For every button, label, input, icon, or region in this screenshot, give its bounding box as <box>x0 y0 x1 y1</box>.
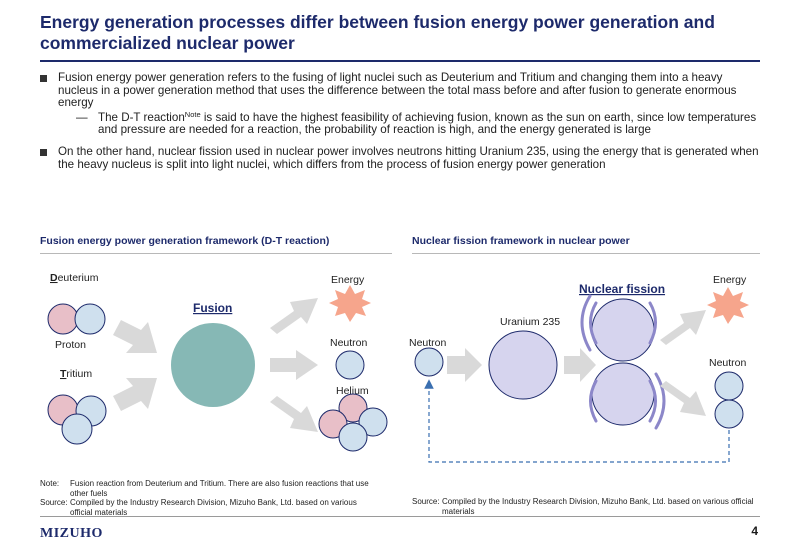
fission-fragment <box>591 298 655 362</box>
fusion-core <box>171 323 255 407</box>
square-bullet-icon <box>40 148 47 156</box>
bullet-list: Fusion energy power generation refers to… <box>40 71 760 180</box>
fusion-panel-title: Fusion energy power generation framework… <box>40 235 330 247</box>
released-neutron <box>335 350 365 380</box>
uranium-nucleus <box>488 330 558 400</box>
released-neutron <box>714 399 744 429</box>
bullet-text: On the other hand, nuclear fission used … <box>58 144 759 171</box>
incoming-neutron <box>414 347 444 377</box>
chain-reaction-arrow <box>424 379 730 463</box>
vibration-arc-icon <box>648 379 657 423</box>
note-superscript: Note <box>184 109 201 119</box>
title-divider <box>40 60 760 62</box>
incoming-neutron-label: Neutron <box>409 337 447 349</box>
helium-proton <box>338 393 368 423</box>
deuterium-neutron <box>74 303 106 335</box>
source-row: Source: Compiled by the Industry Researc… <box>40 498 380 517</box>
square-bullet-icon <box>40 75 47 82</box>
vibration-arc-icon <box>648 301 657 345</box>
deuterium-proton <box>47 303 79 335</box>
sub-bullet-dt-reaction: — The D-T reactionNote is said to have t… <box>58 109 760 137</box>
proton-label: Proton <box>55 339 86 351</box>
tritium-label: Tritium <box>60 368 92 380</box>
helium-neutron <box>338 422 368 452</box>
energy-burst-icon <box>707 287 749 324</box>
vibration-arc-icon <box>580 294 592 352</box>
arrow-icon <box>660 310 706 345</box>
deuterium-label: Deuterium <box>50 272 99 284</box>
note-text: Fusion reaction from Deuterium and Triti… <box>70 479 369 498</box>
arrow-icon <box>660 381 706 416</box>
note-row: Note: Fusion reaction from Deuterium and… <box>40 479 380 498</box>
fusion-panel-divider <box>40 253 392 254</box>
vibration-arc-icon <box>589 379 598 423</box>
fusion-neutron-label: Neutron <box>330 337 368 349</box>
tritium-neutron <box>61 413 93 445</box>
page-number: 4 <box>751 524 758 538</box>
fusion-notes: Note: Fusion reaction from Deuterium and… <box>40 479 380 517</box>
dash-bullet-icon: — <box>76 110 88 124</box>
fusion-energy-label: Energy <box>331 274 365 286</box>
arrow-icon <box>270 396 318 432</box>
arrow-icon <box>113 320 157 353</box>
fission-energy-label: Energy <box>713 274 747 286</box>
arrow-icon <box>113 378 157 411</box>
bullet-text: Fusion energy power generation refers to… <box>58 71 737 110</box>
helium-neutron <box>358 407 388 437</box>
arrow-icon <box>564 348 596 382</box>
source-text: Compiled by the Industry Research Divisi… <box>442 497 754 516</box>
uranium-label: Uranium 235 <box>500 316 560 328</box>
sub-bullet-lead: The D-T reaction <box>98 110 185 124</box>
note-key: Note: <box>40 479 60 488</box>
vibration-arc-icon <box>654 372 666 430</box>
nuclear-fission-label: Nuclear fission <box>579 282 665 296</box>
source-key: Source: <box>412 497 440 506</box>
released-neutron <box>714 371 744 401</box>
source-text: Compiled by the Industry Research Divisi… <box>70 498 357 517</box>
helium-label: Helium <box>336 385 369 397</box>
fission-fragment <box>591 362 655 426</box>
fusion-diagram: Deuterium Proton Tritium Fusion Energy N… <box>47 272 388 452</box>
footer-divider <box>40 516 760 517</box>
sub-bullet-text: is said to have the highest feasibility … <box>98 110 757 137</box>
bullet-item-fusion: Fusion energy power generation refers to… <box>40 71 760 137</box>
arrow-icon <box>447 348 482 382</box>
page-title: Energy generation processes differ betwe… <box>40 12 715 53</box>
arrow-icon <box>270 298 318 334</box>
source-key: Source: <box>40 498 68 508</box>
fission-notes: Source: Compiled by the Industry Researc… <box>412 497 757 516</box>
fission-panel-title: Nuclear fission framework in nuclear pow… <box>412 235 630 247</box>
bullet-item-fission: On the other hand, nuclear fission used … <box>40 144 760 171</box>
released-neutrons-label: Neutron <box>709 357 747 369</box>
fission-diagram: Neutron Uranium 235 Nuclear fission Ener… <box>409 274 749 463</box>
mizuho-logo: MIZUHO <box>40 526 103 541</box>
source-row: Source: Compiled by the Industry Researc… <box>412 497 757 516</box>
vibration-arc-icon <box>589 301 598 345</box>
arrow-icon <box>270 350 318 380</box>
fusion-label: Fusion <box>193 301 232 315</box>
energy-burst-icon <box>329 285 371 322</box>
fission-panel-divider <box>412 253 760 254</box>
